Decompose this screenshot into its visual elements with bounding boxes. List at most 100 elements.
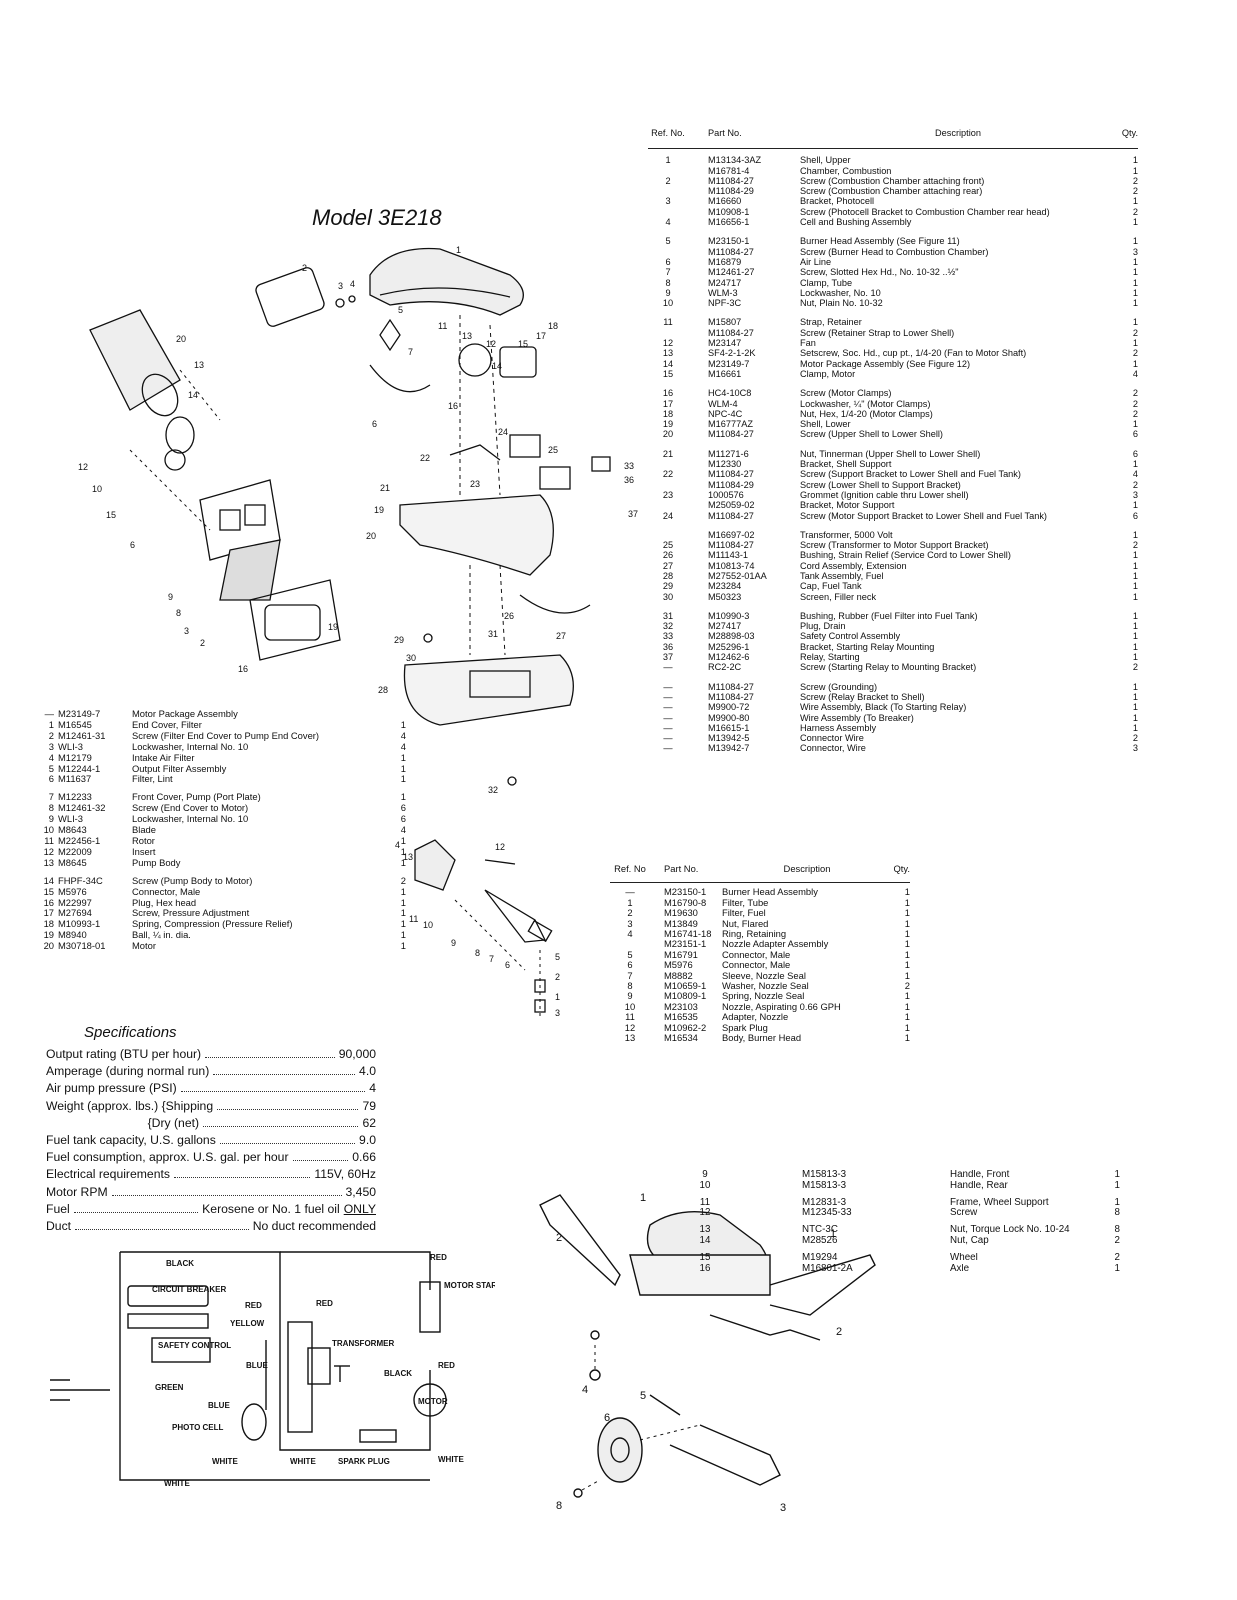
burner-part-number: M23150-1 (664, 887, 707, 898)
part-ref: — (663, 733, 673, 744)
callout-19: 19 (374, 505, 384, 515)
motor-part-number: M12233 (58, 792, 92, 803)
part-ref: 26 (662, 550, 674, 561)
callout-6: 6 (372, 419, 377, 429)
part-description: Bracket, Starting Relay Mounting (800, 641, 935, 652)
part-description: Screw (Burner Head to Combustion Chamber… (800, 246, 989, 257)
callout-15: 15 (518, 339, 528, 349)
part-qty: 1 (1132, 298, 1138, 309)
burner-part-ref: 1 (627, 897, 633, 908)
part-description: Screw (Photocell Bracket to Combustion C… (800, 206, 1050, 217)
part-number: M11084-27 (708, 246, 754, 257)
spec-label: Weight (approx. lbs.) {Shipping (46, 1098, 214, 1113)
motor-part-qty: 1 (400, 763, 406, 774)
spec-value: 115V, 60Hz (314, 1167, 376, 1182)
motor-part-description: Screw (Pump Body to Motor) (132, 875, 253, 886)
motor-part-number: M12461-32 (58, 803, 106, 814)
handle-part-description: Nut, Cap (950, 1235, 989, 1246)
part-qty: 2 (1132, 733, 1138, 744)
callout-14: 14 (492, 361, 502, 371)
spec-leader-dots (180, 1083, 366, 1093)
handle-part-number: M19294 (802, 1252, 838, 1263)
callout-21: 21 (380, 483, 390, 493)
part-description: Nut, Hex, 1/4-20 (Motor Clamps) (800, 408, 933, 419)
part-description: Burner Head Assembly (See Figure 11) (800, 236, 960, 247)
part-number: M11084-29 (708, 186, 754, 197)
callout-20: 20 (366, 531, 376, 541)
b-callout-4: 4 (395, 840, 400, 850)
part-number: M13942-7 (708, 743, 750, 754)
motor-part-ref: 15 (43, 886, 54, 897)
part-number: M12461-27 (708, 267, 755, 278)
part-number: M11084-27 (708, 469, 754, 480)
spec-value: 79 (362, 1098, 376, 1113)
motor-part-number: M22009 (58, 846, 92, 857)
wire-label-white-2: WHITE (164, 1479, 190, 1488)
m-callout-12: 12 (78, 462, 88, 472)
part-description: Wire Assembly, Black (To Starting Relay) (800, 702, 967, 713)
b-callout-13: 13 (403, 852, 413, 862)
motor-part-qty: 1 (400, 930, 406, 941)
burner-part-description: Washer, Nozzle Seal (722, 981, 809, 992)
part-ref: 21 (662, 448, 674, 459)
burner-part-number: M16741-18 (664, 929, 712, 940)
b-callout-9: 9 (451, 938, 456, 948)
spec-label: Motor RPM (46, 1184, 108, 1199)
burner-part-description: Spring, Nozzle Seal (722, 991, 805, 1002)
motor-part-qty: 6 (400, 814, 406, 825)
header-ref: Ref. No. (651, 128, 685, 138)
burner-part-qty: 1 (904, 970, 910, 981)
part-qty: 1 (1132, 722, 1138, 733)
part-qty: 1 (1132, 267, 1138, 278)
part-description: Connector Wire (800, 733, 864, 744)
spec-value: 9.0 (359, 1133, 376, 1148)
part-qty: 3 (1132, 246, 1138, 257)
part-number: M23150-1 (708, 236, 750, 247)
spec-value: 90,000 (338, 1047, 376, 1061)
spec-value: 4.0 (359, 1064, 376, 1079)
spec-leader-dots (213, 1066, 356, 1076)
part-qty: 1 (1132, 550, 1138, 561)
callout-17: 17 (536, 331, 546, 341)
burner-part-qty: 1 (904, 949, 910, 960)
part-number: M24717 (708, 277, 742, 288)
wiring-diagram: BLACK CIRCUIT BREAKER RED YELLOW SAFETY … (50, 1251, 495, 1488)
part-qty: 2 (1132, 206, 1138, 217)
b-callout-7: 7 (489, 954, 494, 964)
burner-part-description: Connector, Male (722, 960, 791, 971)
burner-part-description: Body, Burner Head (722, 1033, 802, 1044)
part-number: M11084-27 (708, 540, 754, 551)
motor-part-description: Screw, Pressure Adjustment (132, 908, 250, 919)
callout-30: 30 (406, 653, 416, 663)
m-callout-16: 16 (238, 664, 248, 674)
spec-value: 3,450 (345, 1184, 377, 1199)
spec-label: Output rating (BTU per hour) (46, 1047, 202, 1061)
part-number: M11084-27 (708, 510, 754, 521)
b-callout-1: 1 (555, 992, 560, 1002)
motor-part-description: Ball, ¼ in. dia. (132, 930, 191, 941)
burner-part-number: M16791 (664, 949, 698, 960)
part-number: M15807 (708, 317, 742, 328)
spec-label: Fuel consumption, approx. U.S. gal. per … (46, 1150, 289, 1165)
spec-label: Duct (46, 1219, 72, 1234)
part-ref: — (663, 702, 673, 713)
part-number: HC4-10C8 (708, 388, 752, 399)
part-qty: 1 (1132, 236, 1138, 247)
part-ref: 23 (662, 489, 674, 500)
spec-label: Fuel tank capacity, U.S. gallons (46, 1133, 216, 1148)
